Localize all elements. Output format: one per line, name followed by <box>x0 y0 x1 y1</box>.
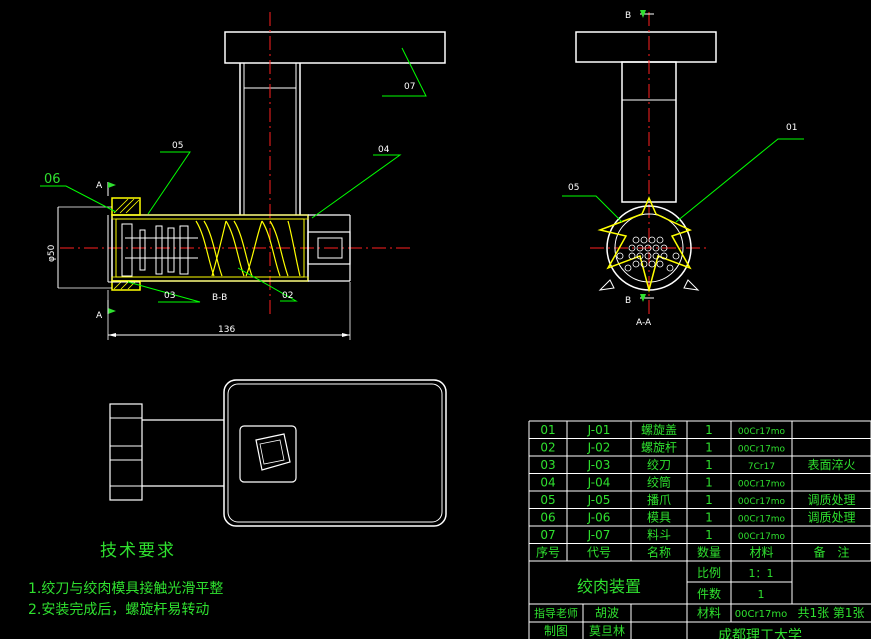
parts-cell: 02 <box>540 441 555 455</box>
title-sheets: 共1张 第1张 <box>797 606 864 620</box>
parts-cell: 料斗 <box>647 528 671 542</box>
leader-03: 03 <box>164 291 175 301</box>
parts-cell: 1 <box>705 493 713 507</box>
title-qty-label: 件数 <box>697 586 721 601</box>
parts-cell: J-01 <box>587 423 611 437</box>
parts-cell: 04 <box>540 476 555 490</box>
title-scale-value: 1：1 <box>749 567 774 580</box>
parts-cell: 00Cr17mo <box>738 445 786 455</box>
parts-header-cell: 序号 <box>536 545 560 560</box>
parts-header-cell: 名称 <box>647 545 671 560</box>
title-block-name: 绞肉装置 <box>577 577 641 596</box>
parts-cell: 表面淬火 <box>807 457 855 472</box>
parts-cell: 调质处理 <box>807 493 855 507</box>
dim-136: 136 <box>218 325 235 335</box>
parts-cell: J-07 <box>587 528 611 542</box>
parts-cell: J-03 <box>587 458 611 472</box>
top-view <box>109 379 447 527</box>
leader-05b: 05 <box>568 183 579 193</box>
parts-cell: 1 <box>705 441 713 455</box>
parts-cell: 螺旋盖 <box>641 423 677 437</box>
parts-cell: 绞筒 <box>647 475 671 490</box>
title-advisor-label: 指导老师 <box>534 606 578 620</box>
label-a-top: A <box>96 181 103 191</box>
parts-header-cell: 材料 <box>749 546 773 560</box>
tech-requirement-2: 2.安装完成后，螺旋杆易转动 <box>28 602 210 618</box>
parts-cell: 05 <box>540 493 555 507</box>
front-section-view: A A φ50 136 B-B 07 05 04 06 03 <box>40 12 446 340</box>
parts-cell: J-04 <box>587 476 611 490</box>
leader-02: 02 <box>282 291 293 301</box>
title-qty-value: 1 <box>758 588 765 601</box>
leader-05: 05 <box>172 141 183 151</box>
leader-01: 01 <box>786 123 797 133</box>
parts-cell: 1 <box>705 423 713 437</box>
parts-cell: 00Cr17mo <box>738 497 786 507</box>
label-a-bottom: A <box>96 311 103 321</box>
side-view-aa: B B A-A 01 05 <box>562 10 804 328</box>
parts-cell: 绞刀 <box>647 457 671 472</box>
label-b-top: B <box>625 11 631 21</box>
knife-blades <box>597 196 693 293</box>
parts-cell: 1 <box>705 511 713 525</box>
parts-cell: J-05 <box>587 493 611 507</box>
parts-cell: 1 <box>705 458 713 472</box>
parts-cell: 01 <box>540 423 555 437</box>
die-holes <box>616 236 680 272</box>
parts-header-cell: 数量 <box>697 545 721 560</box>
screw-flights <box>195 220 301 277</box>
parts-cell: 03 <box>540 458 555 472</box>
parts-cell: 06 <box>540 511 555 525</box>
parts-cell: 07 <box>540 528 555 542</box>
parts-cell: J-06 <box>587 511 611 525</box>
die-plate <box>111 197 141 216</box>
parts-cell: 播爪 <box>647 493 671 507</box>
label-b-bottom: B <box>625 296 631 306</box>
tech-requirements-title: 技术要求 <box>100 541 176 561</box>
title-material-value: 00Cr17mo <box>735 609 787 620</box>
tech-requirement-1: 1.绞刀与绞肉模具接触光滑平整 <box>28 581 224 597</box>
title-advisor: 胡波 <box>595 606 619 620</box>
dim-phi50: φ50 <box>47 244 57 262</box>
title-drawer: 莫旦林 <box>589 624 625 638</box>
parts-cell: J-02 <box>587 441 611 455</box>
parts-cell: 7Cr17 <box>748 462 775 472</box>
parts-cell: 1 <box>705 528 713 542</box>
title-school: 成都理工大学 <box>718 628 802 639</box>
parts-cell: 00Cr17mo <box>738 480 786 490</box>
title-scale-label: 比例 <box>697 566 721 580</box>
leader-04: 04 <box>378 145 390 155</box>
parts-cell: 螺旋杆 <box>641 441 677 455</box>
parts-cell: 00Cr17mo <box>738 515 786 525</box>
parts-cell: 00Cr17mo <box>738 532 786 542</box>
leader-06: 06 <box>44 172 61 187</box>
section-aa-label: A-A <box>636 318 652 328</box>
title-drawer-label: 制图 <box>544 624 568 638</box>
parts-cell: 00Cr17mo <box>738 427 786 437</box>
parts-header-cell: 代号 <box>587 546 611 560</box>
parts-cell: 模具 <box>647 511 671 525</box>
parts-cell: 调质处理 <box>807 511 855 525</box>
leader-07: 07 <box>404 82 415 92</box>
parts-cell: 1 <box>705 476 713 490</box>
title-material-label: 材料 <box>697 606 721 620</box>
section-bb-label: B-B <box>212 293 227 303</box>
parts-header-cell: 备 注 <box>813 545 849 560</box>
hopper-plate <box>224 31 446 64</box>
